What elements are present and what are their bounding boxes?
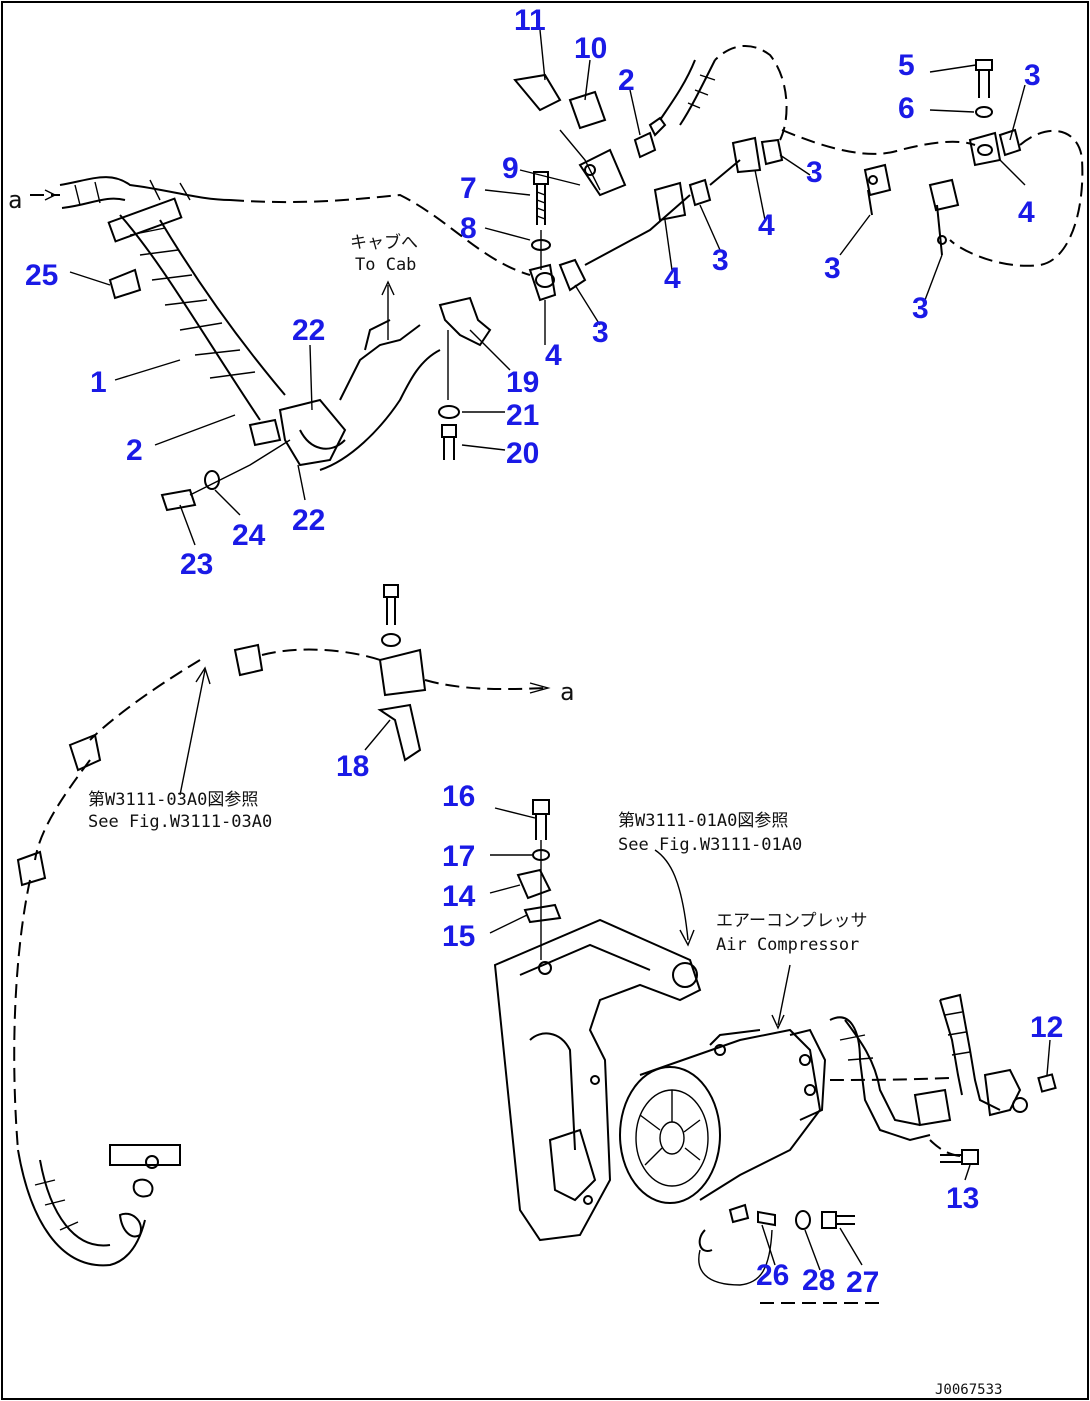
callout-22-top: 22 xyxy=(292,314,325,347)
callout-4-mid: 4 xyxy=(664,262,681,295)
callout-2-left: 2 xyxy=(126,434,143,467)
callout-22-bottom: 22 xyxy=(292,504,325,537)
callout-19: 19 xyxy=(506,366,539,399)
callout-12: 12 xyxy=(1030,1011,1063,1044)
callout-18: 18 xyxy=(336,750,369,783)
callout-3-right-b: 3 xyxy=(912,292,929,325)
callout-4-far-right: 4 xyxy=(1018,196,1035,229)
callout-3-far-right: 3 xyxy=(1024,59,1041,92)
callout-15: 15 xyxy=(442,920,475,953)
callout-21: 21 xyxy=(506,399,539,432)
callout-4-center: 4 xyxy=(545,339,562,372)
callout-26: 26 xyxy=(756,1259,789,1292)
callout-9: 9 xyxy=(502,152,519,185)
see-fig-2-en: See Fig.W3111-01A0 xyxy=(618,835,802,855)
ref-a-right: a xyxy=(560,678,574,706)
to-cab-en: To Cab xyxy=(355,255,416,275)
leader-lines xyxy=(69,29,1051,1271)
callout-11: 11 xyxy=(514,4,546,37)
callout-1: 1 xyxy=(90,366,107,399)
ref-a-left: a xyxy=(8,186,22,214)
callout-6: 6 xyxy=(898,92,915,125)
drawing-id: J0067533 xyxy=(935,1382,1002,1398)
callout-3-upper: 3 xyxy=(806,156,823,189)
see-fig-1-en: See Fig.W3111-03A0 xyxy=(88,812,272,832)
callout-3-right-a: 3 xyxy=(824,252,841,285)
callout-14: 14 xyxy=(442,880,476,913)
callout-13: 13 xyxy=(946,1182,979,1215)
callout-numbers: 11 10 2 9 7 8 5 6 3 4 3 4 3 4 3 3 3 4 25… xyxy=(25,4,1063,1299)
callout-25: 25 xyxy=(25,259,58,292)
callout-28: 28 xyxy=(802,1264,835,1297)
callout-20: 20 xyxy=(506,437,539,470)
lower-hose-assembly xyxy=(13,584,551,1267)
callout-24: 24 xyxy=(232,519,266,552)
callout-2-top: 2 xyxy=(618,64,635,97)
upper-hose-assembly xyxy=(30,44,1084,512)
callout-5: 5 xyxy=(898,49,915,82)
callout-7: 7 xyxy=(460,172,477,205)
callout-8: 8 xyxy=(460,212,477,245)
callout-4-upper: 4 xyxy=(758,209,775,242)
compressor-en: Air Compressor xyxy=(716,935,859,955)
see-fig-1-jp: 第W3111-03A0図参照 xyxy=(88,790,258,810)
callout-23: 23 xyxy=(180,548,213,581)
callout-10: 10 xyxy=(574,32,607,65)
callout-17: 17 xyxy=(442,840,475,873)
to-cab-jp: キャブへ xyxy=(350,232,418,253)
callout-16: 16 xyxy=(442,780,475,813)
callout-3-center: 3 xyxy=(592,316,609,349)
compressor-assembly xyxy=(493,799,1057,1304)
callout-3-mid: 3 xyxy=(712,244,729,277)
callout-27: 27 xyxy=(846,1266,879,1299)
compressor-jp: エアーコンプレッサ xyxy=(716,911,867,931)
see-fig-2-jp: 第W3111-01A0図参照 xyxy=(618,811,788,831)
drawing-notes: キャブへ To Cab a a 第W3111-03A0図参照 See Fig.W… xyxy=(8,186,1002,1398)
